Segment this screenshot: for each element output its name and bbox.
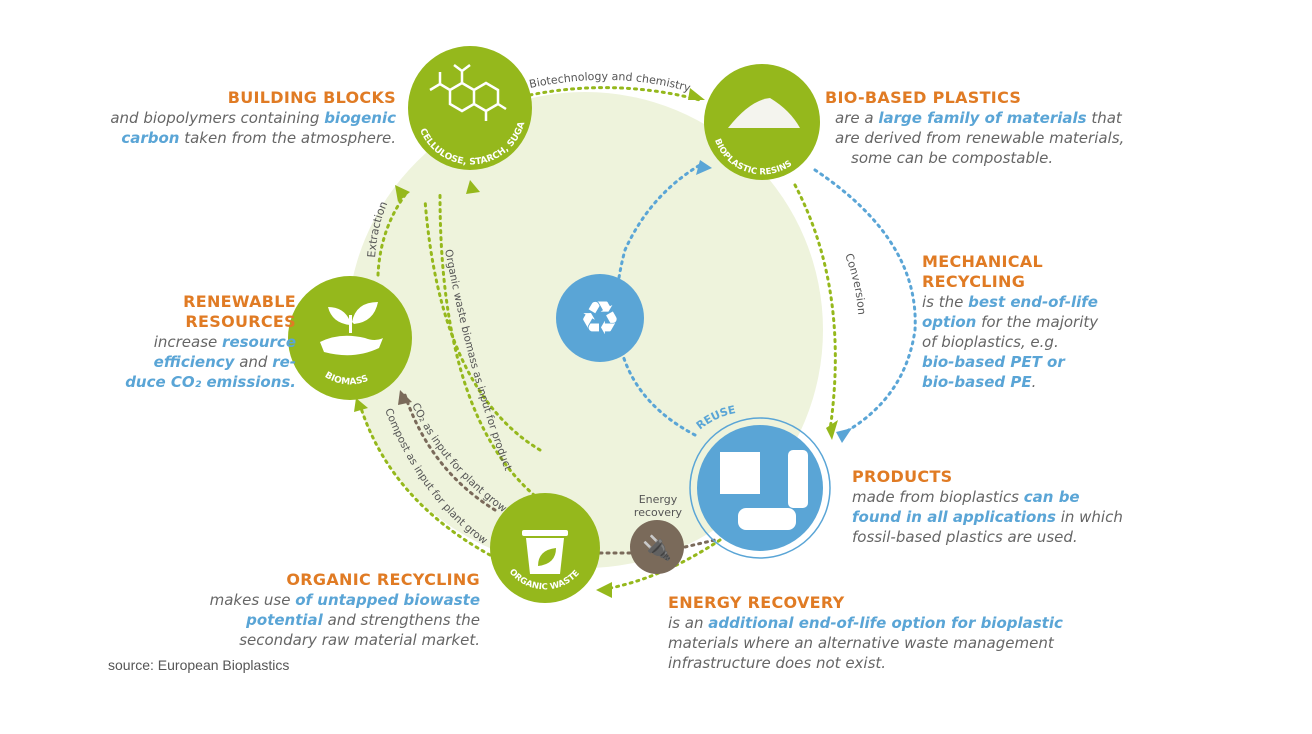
recycle-icon: ♻	[556, 274, 644, 362]
molecule-icon	[429, 64, 507, 121]
energy-label-2: recovery	[634, 506, 683, 519]
svg-text:♻: ♻	[579, 291, 620, 345]
arrow-co2	[403, 393, 497, 512]
label-conversion: Conversion	[842, 252, 868, 316]
resin-pile-icon	[728, 98, 800, 128]
products-icons	[720, 450, 808, 530]
plug-icon: 🔌	[642, 534, 672, 562]
bin-icon	[522, 530, 568, 574]
arrow-compost	[358, 403, 492, 557]
node-biomass: BIOMASS	[288, 276, 412, 400]
arrow-organic-waste-biomass	[438, 193, 542, 502]
arrow-mechanical-recycling	[813, 168, 917, 437]
bio-based-plastics-text: BIO-BASED PLASTICS are a large family of…	[825, 88, 1125, 167]
arrow-products-to-waste	[598, 538, 722, 592]
arrow-extraction	[376, 193, 407, 277]
node-organic-waste: ORGANIC WASTE	[490, 493, 600, 603]
bottle-icon	[788, 450, 808, 508]
energy-label: Energy	[639, 493, 678, 506]
arrow-reuse-loop	[614, 163, 702, 437]
arrow-conversion	[793, 183, 837, 432]
node-products: REUSE	[689, 403, 831, 559]
building-blocks-text: BUILDING BLOCKS and biopolymers containi…	[110, 88, 396, 147]
energy-recovery-text: ENERGY RECOVERY is an additional end-of-…	[668, 593, 1063, 672]
node-bioplastic-resins: BIOPLASTIC RESINS	[704, 64, 820, 180]
arrow-heads	[354, 88, 852, 598]
arrow-organic-input	[423, 198, 542, 452]
hand-plant-icon	[320, 302, 383, 356]
car-icon	[738, 508, 796, 530]
source-note: source: European Bioplastics	[108, 657, 290, 673]
arrow-energy	[598, 538, 717, 555]
organic-recycling-text: ORGANIC RECYCLING makes use of untapped …	[209, 570, 480, 649]
products-text: PRODUCTS made from bioplastics can be fo…	[852, 467, 1123, 546]
arrow-biotech	[528, 86, 702, 102]
bag-icon	[720, 452, 760, 494]
energy-recovery-node: 🔌 Energy recovery	[630, 493, 684, 574]
